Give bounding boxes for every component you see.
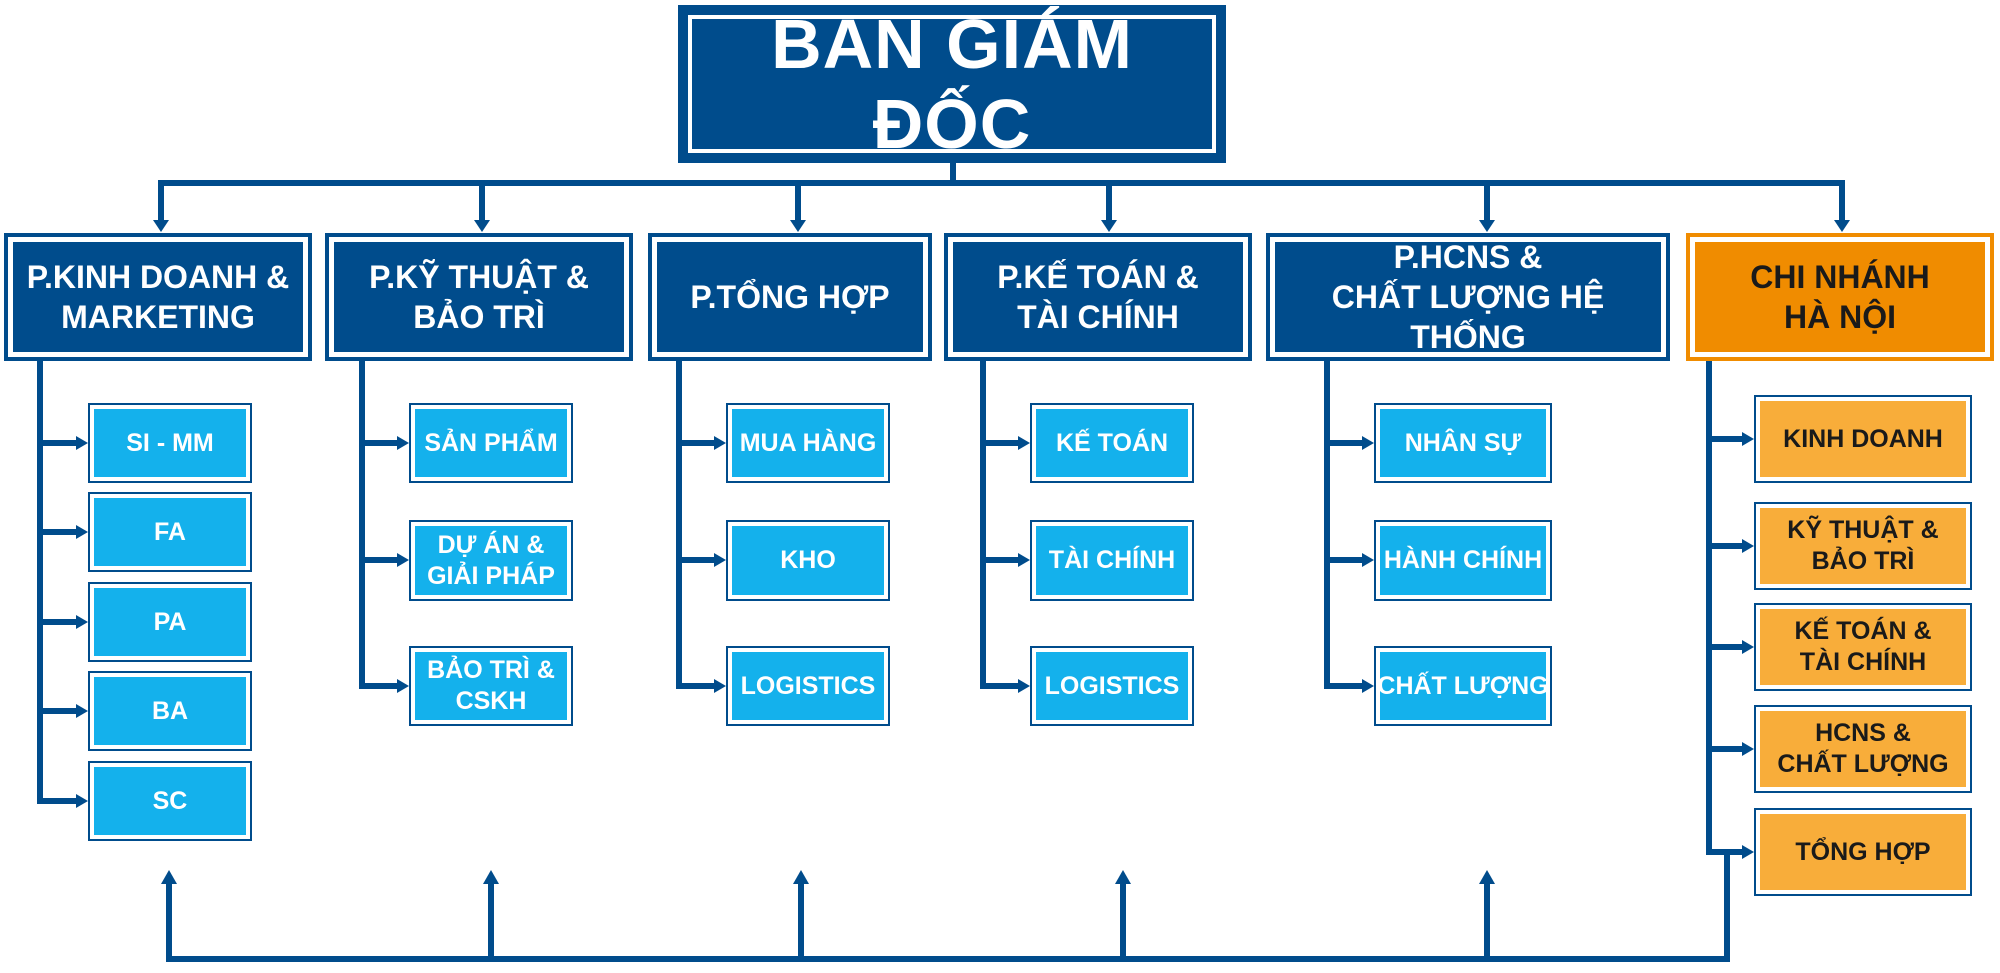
branch-arrow-0-1 <box>76 525 88 539</box>
up-arrow-1 <box>483 870 499 884</box>
branch-arrow-0-2 <box>76 615 88 629</box>
up-arrow-3 <box>1115 870 1131 884</box>
sub-du-an-giai-phap: DỰ ÁN & GIẢI PHÁP <box>409 520 573 601</box>
sub-label: DỰ ÁN & GIẢI PHÁP <box>427 530 555 590</box>
branch-arrow-1-1 <box>397 553 409 567</box>
sub-branch-tong-hop: TỔNG HỢP <box>1754 808 1972 896</box>
branch-arrow-3-2 <box>1018 679 1030 693</box>
sub-label: MUA HÀNG <box>739 428 877 457</box>
branch-arrow-2-0 <box>714 436 726 450</box>
dept-tong-hop: P.TỔNG HỢP <box>648 233 932 361</box>
up-arrow-0 <box>161 870 177 884</box>
sub-ba: BA <box>88 671 252 751</box>
up-arrow-2 <box>793 870 809 884</box>
sub-sc: SC <box>88 761 252 841</box>
dept-label: CHI NHÁNH HÀ NỘI <box>1750 259 1930 335</box>
sub-label: KINH DOANH <box>1783 424 1943 453</box>
sub-label: HÀNH CHÍNH <box>1383 546 1543 574</box>
branch-arrow-5-1 <box>1742 539 1754 553</box>
sub-branch-ky-thuat-bao-tri: KỸ THUẬT & BẢO TRÌ <box>1754 502 1972 590</box>
sub-label: PA <box>153 607 187 636</box>
sub-branch-ke-toan-tai-chinh: KẾ TOÁN & TÀI CHÍNH <box>1754 603 1972 691</box>
drop-arrow-3 <box>1101 220 1117 232</box>
sub-pa: PA <box>88 582 252 662</box>
sub-label: LOGISTICS <box>1044 671 1180 700</box>
sub-fa: FA <box>88 492 252 572</box>
branch-arrow-5-4 <box>1742 845 1754 859</box>
branch-arrow-4-1 <box>1362 553 1374 567</box>
sub-bao-tri-cskh: BẢO TRÌ & CSKH <box>409 646 573 726</box>
top-box-ban-giam-doc: BAN GIÁM ĐỐC <box>678 5 1226 163</box>
dept-label: P.KỸ THUẬT & BẢO TRÌ <box>369 259 589 335</box>
sub-label: LOGISTICS <box>740 671 876 700</box>
drop-arrow-2 <box>790 220 806 232</box>
dept-label: P.KẾ TOÁN & TÀI CHÍNH <box>997 259 1199 335</box>
sub-san-pham: SẢN PHẨM <box>409 403 573 483</box>
drop-arrow-5 <box>1834 220 1850 232</box>
branch-arrow-5-0 <box>1742 432 1754 446</box>
up-arrow-4 <box>1479 870 1495 884</box>
branch-arrow-5-3 <box>1742 742 1754 756</box>
sub-logistics-tong-hop: LOGISTICS <box>726 646 890 726</box>
branch-arrow-4-2 <box>1362 679 1374 693</box>
drop-arrow-0 <box>153 220 169 232</box>
sub-branch-kinh-doanh: KINH DOANH <box>1754 395 1972 483</box>
dept-ke-toan-tai-chinh: P.KẾ TOÁN & TÀI CHÍNH <box>944 233 1252 361</box>
branch-arrow-1-0 <box>397 436 409 450</box>
sub-label: BẢO TRÌ & CSKH <box>427 656 555 715</box>
dept-kinh-doanh-marketing: P.KINH DOANH & MARKETING <box>4 233 312 361</box>
branch-arrow-0-4 <box>76 794 88 808</box>
sub-tai-chinh: TÀI CHÍNH <box>1030 520 1194 601</box>
drop-arrow-1 <box>474 220 490 232</box>
branch-arrow-2-1 <box>714 553 726 567</box>
sub-label: CHẤT LƯỢNG <box>1377 671 1549 700</box>
branch-arrow-2-2 <box>714 679 726 693</box>
sub-label: KỸ THUẬT & BẢO TRÌ <box>1787 516 1939 575</box>
sub-mua-hang: MUA HÀNG <box>726 403 890 483</box>
sub-label: BA <box>151 696 189 725</box>
sub-label: NHÂN SỰ <box>1404 428 1522 457</box>
sub-label: SC <box>152 786 188 815</box>
sub-ke-toan: KẾ TOÁN <box>1030 403 1194 483</box>
sub-kho: KHO <box>726 520 890 601</box>
sub-label: FA <box>154 517 186 546</box>
sub-label: TỔNG HỢP <box>1795 837 1931 866</box>
sub-label: SẢN PHẨM <box>424 428 558 457</box>
branch-arrow-4-0 <box>1362 436 1374 450</box>
branch-arrow-1-2 <box>397 679 409 693</box>
dept-ky-thuat-bao-tri: P.KỸ THUẬT & BẢO TRÌ <box>325 233 633 361</box>
dept-hcns-chat-luong: P.HCNS & CHẤT LƯỢNG HỆ THỐNG <box>1266 233 1670 361</box>
dept-chi-nhanh-ha-noi: CHI NHÁNH HÀ NỘI <box>1686 233 1994 361</box>
top-label: BAN GIÁM ĐỐC <box>771 5 1133 163</box>
dept-label: P.HCNS & CHẤT LƯỢNG HỆ THỐNG <box>1331 239 1605 355</box>
dept-label: P.KINH DOANH & MARKETING <box>26 259 290 335</box>
sub-label: KHO <box>780 546 836 574</box>
sub-logistics-ke-toan: LOGISTICS <box>1030 646 1194 726</box>
branch-arrow-0-0 <box>76 436 88 450</box>
branch-arrow-0-3 <box>76 704 88 718</box>
dept-label: P.TỔNG HỢP <box>690 279 890 315</box>
branch-arrow-5-2 <box>1742 640 1754 654</box>
branch-arrow-3-0 <box>1018 436 1030 450</box>
sub-nhan-su: NHÂN SỰ <box>1374 403 1552 483</box>
sub-label: SI - MM <box>126 428 214 457</box>
branch-arrow-3-1 <box>1018 553 1030 567</box>
sub-label: KẾ TOÁN <box>1055 428 1169 457</box>
sub-label: KẾ TOÁN & TÀI CHÍNH <box>1794 617 1932 676</box>
sub-label: TÀI CHÍNH <box>1048 546 1176 574</box>
sub-hanh-chinh: HÀNH CHÍNH <box>1374 520 1552 601</box>
drop-arrow-4 <box>1479 220 1495 232</box>
sub-si-mm: SI - MM <box>88 403 252 483</box>
sub-chat-luong: CHẤT LƯỢNG <box>1374 646 1552 726</box>
sub-branch-hcns-chat-luong: HCNS & CHẤT LƯỢNG <box>1754 705 1972 793</box>
sub-label: HCNS & CHẤT LƯỢNG <box>1777 719 1949 778</box>
